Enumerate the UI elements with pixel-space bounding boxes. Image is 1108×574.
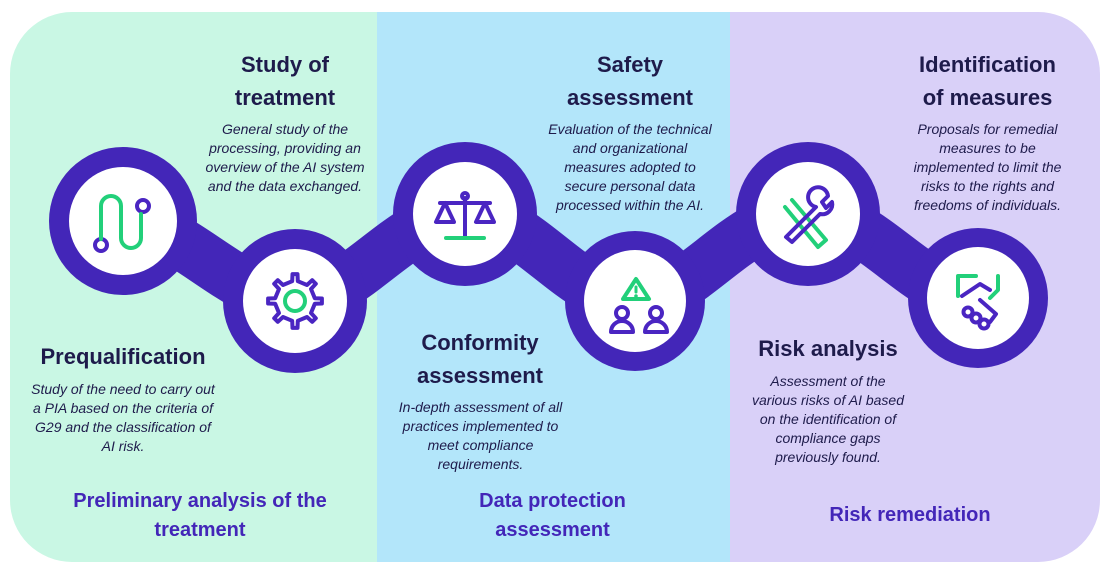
desc-line: on the identification of bbox=[759, 411, 897, 427]
scales-icon bbox=[434, 191, 496, 240]
phase-label-remediation: Risk remediation bbox=[790, 501, 1030, 530]
desc-line: In-depth assessment of all bbox=[398, 399, 563, 415]
desc-line: practices implemented to bbox=[402, 418, 559, 434]
step-title-prequalification: Prequalification bbox=[18, 340, 228, 373]
gear-icon bbox=[266, 272, 324, 330]
desc-line: overview of the AI system bbox=[205, 159, 365, 175]
desc-line: meet compliance bbox=[427, 437, 534, 453]
step-title-risk-analysis: Risk analysis bbox=[738, 332, 918, 365]
warning-people-icon bbox=[609, 277, 669, 334]
desc-line: AI risk. bbox=[101, 438, 145, 454]
desc-line: Study of the need to carry out bbox=[31, 381, 215, 397]
tools-icon bbox=[783, 185, 835, 249]
desc-line: compliance gaps bbox=[775, 430, 881, 446]
step-desc-risk-analysis: Assessment of the various risks of AI ba… bbox=[733, 372, 923, 467]
phase-label-preliminary: Preliminary analysis of the treatment bbox=[40, 487, 360, 545]
step-title-line: Risk analysis bbox=[758, 336, 898, 361]
desc-line: Evaluation of the technical bbox=[548, 121, 712, 137]
desc-line: freedoms of individuals. bbox=[913, 197, 1062, 213]
desc-line: secure personal data bbox=[564, 178, 696, 194]
step-title-study-of-treatment: Study of treatment bbox=[205, 48, 365, 114]
step-desc-identification-of-measures: Proposals for remedial measures to be im… bbox=[895, 120, 1080, 215]
desc-line: risks to the rights and bbox=[920, 178, 1055, 194]
phase-label-line: treatment bbox=[154, 519, 246, 541]
step-title-line: assessment bbox=[567, 85, 693, 110]
route-icon bbox=[93, 194, 151, 253]
step-title-line: Safety bbox=[596, 52, 664, 77]
phase-label-line: Data protection bbox=[479, 490, 626, 512]
desc-line: previously found. bbox=[775, 449, 881, 465]
step-desc-study-of-treatment: General study of the processing, providi… bbox=[190, 120, 380, 196]
step-title-line: Study of bbox=[241, 52, 329, 77]
phase-label-line: Risk remediation bbox=[829, 504, 991, 526]
step-title-identification-of-measures: Identification of measures bbox=[890, 48, 1085, 114]
desc-line: processed within the AI. bbox=[555, 197, 705, 213]
step-node-6 bbox=[908, 228, 1048, 368]
step-desc-conformity-assessment: In-depth assessment of all practices imp… bbox=[383, 398, 578, 474]
step-title-line: Conformity bbox=[421, 330, 539, 355]
desc-line: Proposals for remedial bbox=[917, 121, 1058, 137]
desc-line: and organizational bbox=[572, 140, 688, 156]
step-desc-prequalification: Study of the need to carry out a PIA bas… bbox=[18, 380, 228, 456]
desc-line: and the data exchanged. bbox=[207, 178, 363, 194]
desc-line: various risks of AI based bbox=[752, 392, 904, 408]
desc-line: implemented to limit the bbox=[913, 159, 1062, 175]
step-title-safety-assessment: Safety assessment bbox=[535, 48, 725, 114]
desc-line: a PIA based on the criteria of bbox=[32, 400, 214, 416]
phase-label-line: Preliminary analysis of the bbox=[73, 490, 327, 512]
desc-line: measures to be bbox=[939, 140, 1036, 156]
phase-label-line: assessment bbox=[495, 519, 610, 541]
phase-label-data-protection: Data protection assessment bbox=[420, 487, 685, 545]
step-title-line: treatment bbox=[234, 85, 336, 110]
handshake-icon bbox=[956, 274, 1000, 331]
step-title-line: Prequalification bbox=[40, 344, 206, 369]
step-title-conformity-assessment: Conformity assessment bbox=[385, 326, 575, 392]
step-title-line: assessment bbox=[417, 363, 543, 388]
desc-line: measures adopted to bbox=[564, 159, 696, 175]
step-desc-safety-assessment: Evaluation of the technical and organiza… bbox=[530, 120, 730, 215]
desc-line: processing, providing an bbox=[209, 140, 361, 156]
step-title-line: of measures bbox=[922, 85, 1053, 110]
desc-line: requirements. bbox=[437, 456, 524, 472]
step-title-line: Identification bbox=[919, 52, 1056, 77]
step-node-2 bbox=[223, 229, 367, 373]
desc-line: Assessment of the bbox=[770, 373, 886, 389]
desc-line: G29 and the classification of bbox=[35, 419, 211, 435]
desc-line: General study of the bbox=[221, 121, 349, 137]
